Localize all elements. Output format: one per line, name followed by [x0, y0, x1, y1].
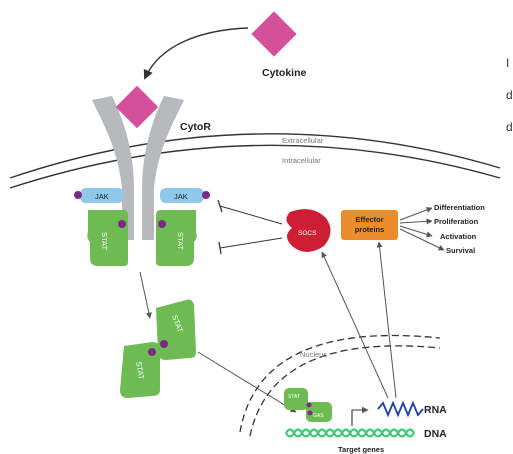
dna-helix [285, 428, 415, 438]
outcome-differentiation: Differentiation [434, 203, 485, 212]
transcription-arrow [351, 406, 369, 426]
effector-proteins-box [341, 210, 398, 240]
small-stat-dimer-a [284, 388, 308, 410]
outcome-arrow-3 [399, 225, 433, 238]
effector-label-wrap: Effector proteins [354, 215, 385, 234]
socs-inhibits-jak-bar [217, 199, 223, 213]
outcome-activation: Activation [440, 232, 477, 241]
extracellular-label: Extracellular [282, 136, 324, 145]
phospho-jak-left [74, 191, 82, 199]
receptor-right-chain [142, 96, 184, 240]
phospho-small-b [307, 410, 313, 416]
socs-inhibits-stat-bar [218, 241, 222, 255]
stat-left [87, 210, 128, 266]
phospho-dimer-top [160, 340, 168, 348]
intracellular-label: Intracellular [282, 156, 321, 165]
outcome-arrow-4 [399, 228, 445, 251]
stat-left-label: STAT [100, 232, 109, 250]
nuclear-envelope-inner [249, 345, 441, 437]
binding-arrow [143, 27, 249, 80]
phospho-jak-right [202, 191, 210, 199]
nuclear-envelope-outer [239, 334, 441, 433]
dna-strand-b [285, 428, 415, 438]
socs-inhibits-stat [219, 237, 283, 249]
phospho-stat-left [118, 220, 126, 228]
receptor-left-chain [92, 96, 134, 240]
outcome-arrow-1 [399, 207, 433, 221]
phospho-stat-right [158, 220, 166, 228]
rna-strand [377, 400, 424, 418]
small-stat-dimer-b [306, 402, 332, 422]
cropped-text-2: d [506, 88, 513, 102]
rna-to-effector-arrow [376, 241, 397, 399]
outcome-arrow-2 [399, 218, 433, 225]
cytokine-label: Cytokine [262, 67, 307, 79]
jak-left-label: JAK [95, 192, 109, 201]
stat-right [156, 210, 197, 266]
stat-dimer-bottom-label: STAT [134, 361, 146, 381]
dna-label: DNA [424, 428, 447, 440]
membrane-inner [9, 144, 501, 189]
target-genes-label: Target genes [338, 445, 384, 454]
jak-left [80, 188, 124, 203]
outcome-proliferation: Proliferation [434, 217, 479, 226]
gas-label: GAS [313, 413, 324, 419]
cytokine-ligand [251, 11, 297, 57]
nucleus-label: Nucleus [300, 350, 327, 359]
effector-label: Effector proteins [354, 215, 385, 234]
socs-label: SOCS [298, 230, 317, 237]
phospho-dimer-bottom [148, 348, 156, 356]
socs-inhibits-jak [219, 205, 283, 225]
stat-dimer-bottom [120, 342, 160, 398]
membrane-outer [9, 133, 501, 179]
small-stat-label: STAT [288, 394, 300, 400]
rna-label: RNA [424, 404, 447, 416]
cropped-text-1: I [506, 56, 510, 70]
outcome-survival: Survival [446, 246, 475, 255]
stat-right-label: STAT [176, 232, 185, 250]
cropped-text-3: d [506, 120, 513, 134]
jak-right-label: JAK [174, 192, 188, 201]
socs-protein [286, 209, 331, 252]
receptor-label: CytoR [180, 121, 211, 133]
rna-to-socs-arrow [321, 251, 389, 399]
dimerization-arrow [139, 271, 152, 319]
phospho-small-a [306, 402, 312, 408]
jak-right [160, 188, 204, 203]
nuclear-translocation-arrow [197, 351, 297, 413]
